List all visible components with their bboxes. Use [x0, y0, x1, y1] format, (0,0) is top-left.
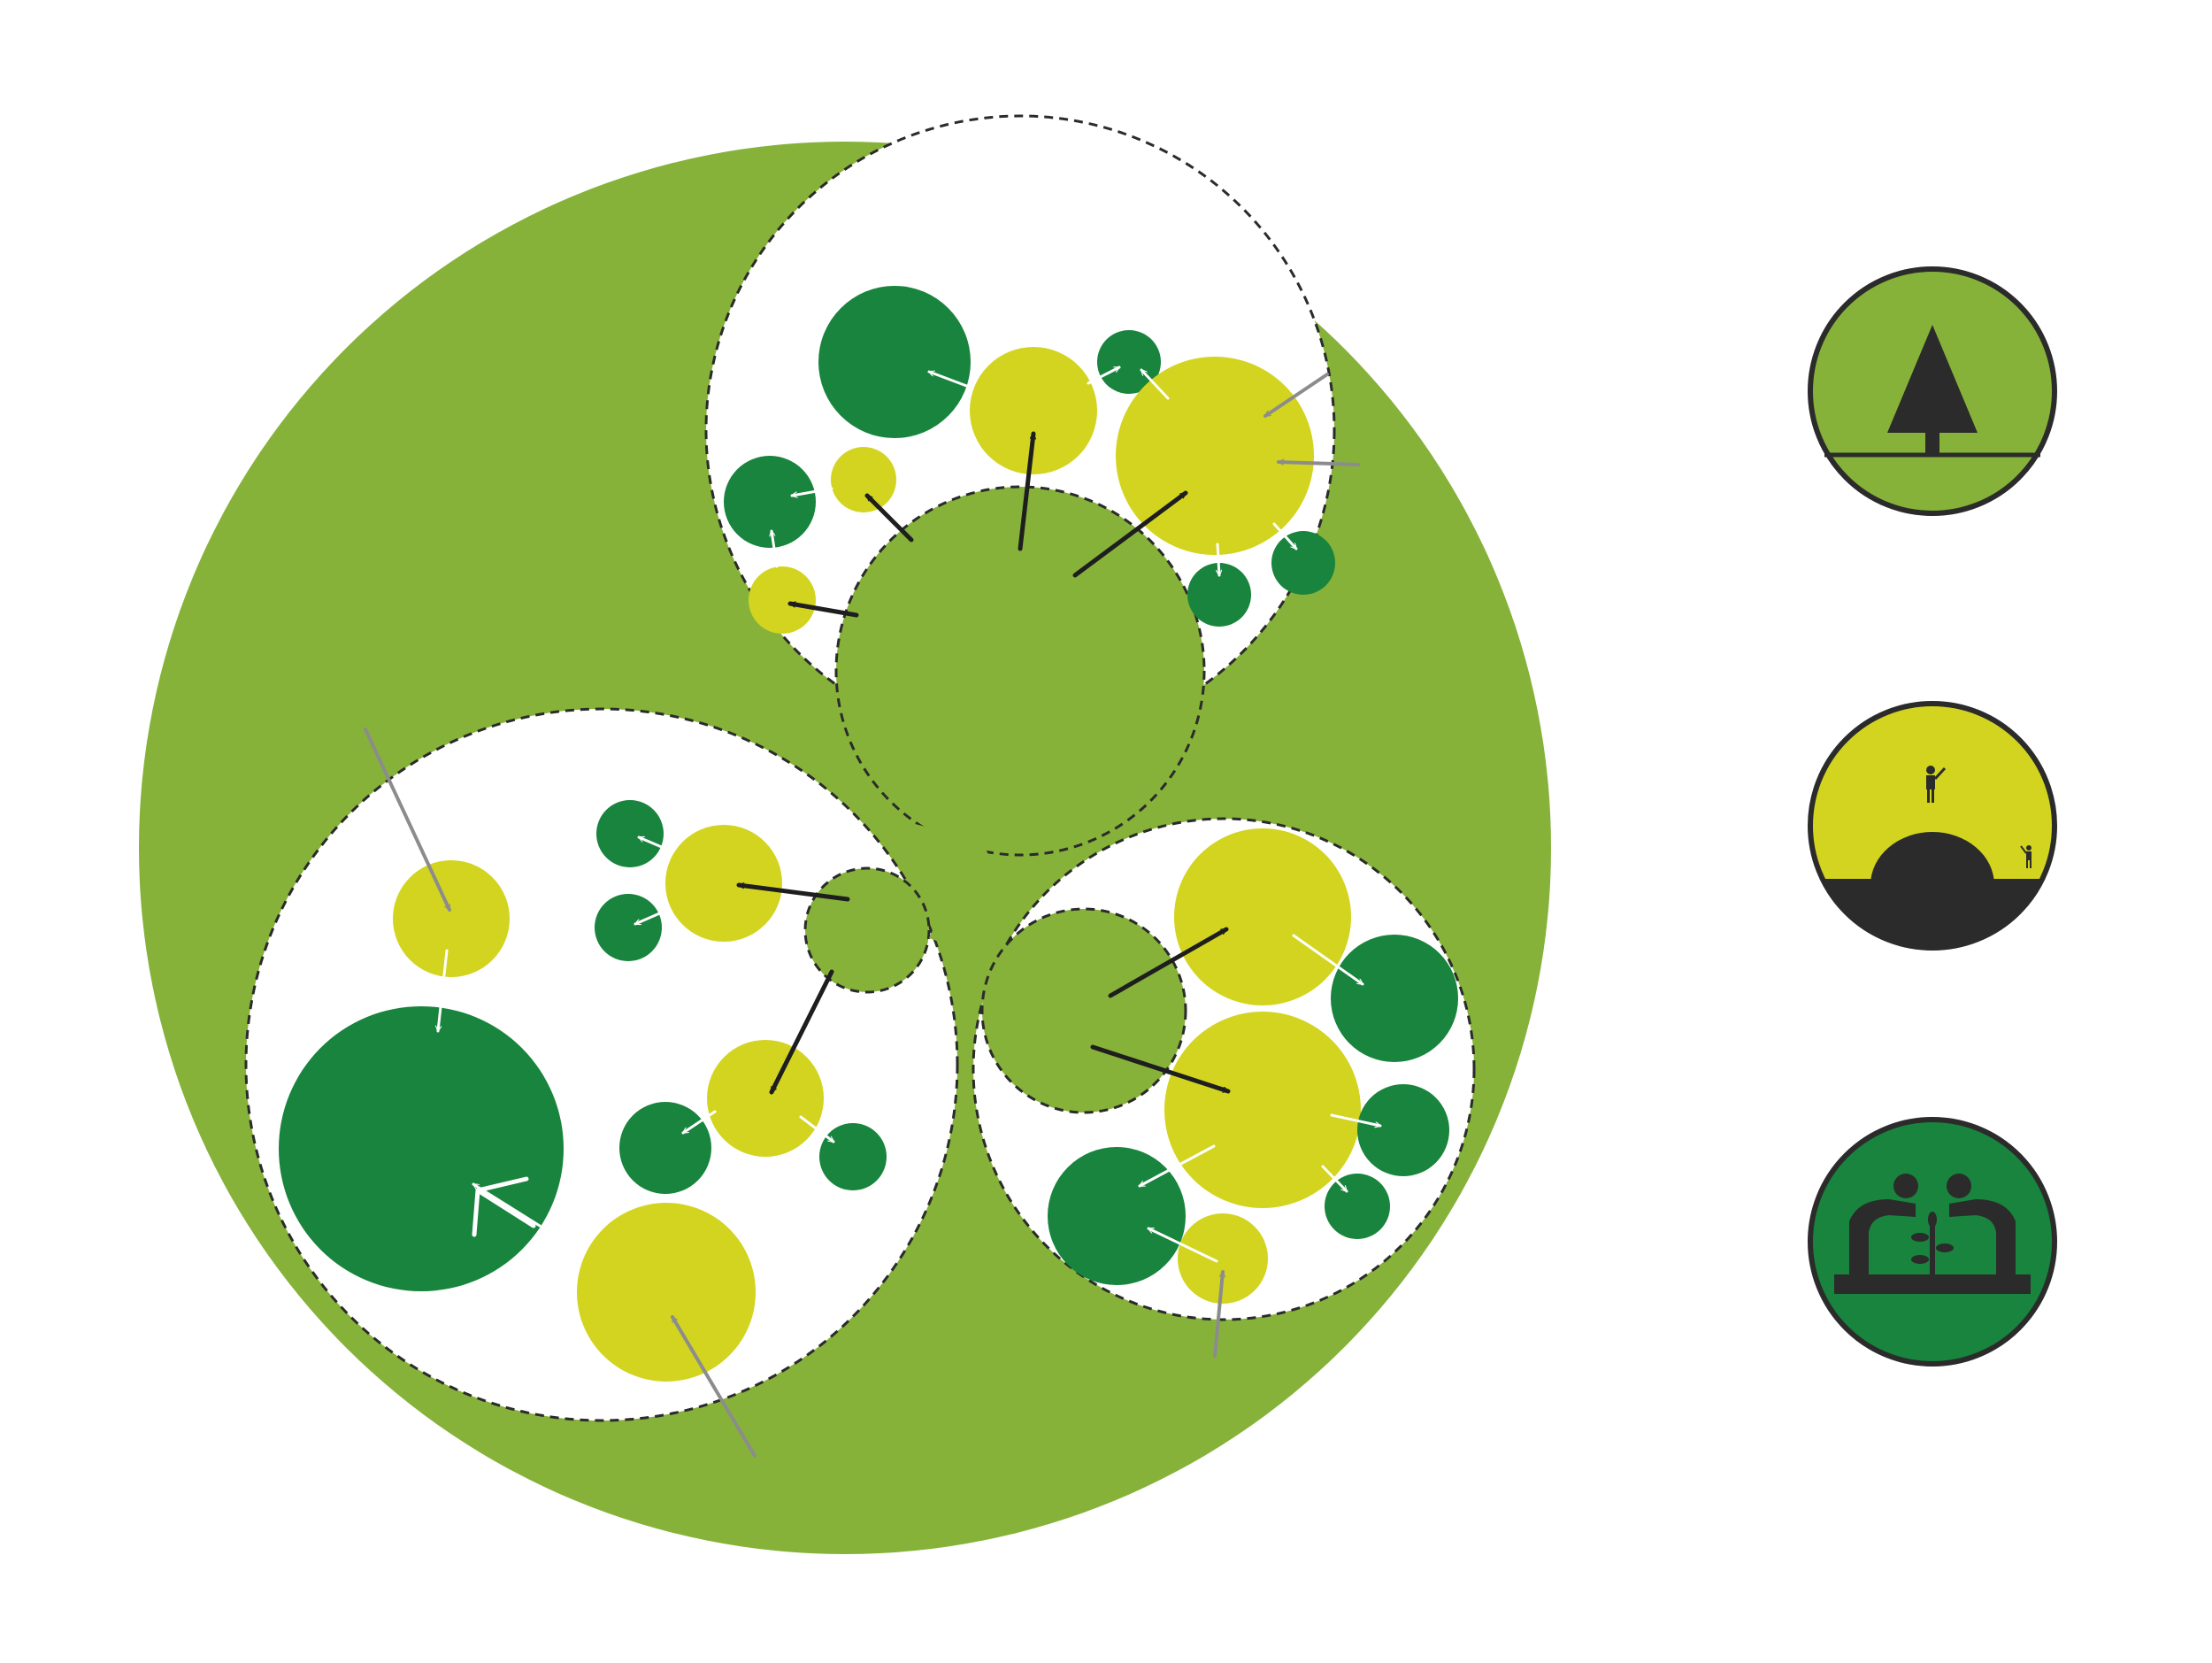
- right-cluster: [1048, 828, 1458, 1304]
- tree-dark: [818, 286, 971, 438]
- tree-dark: [724, 456, 816, 548]
- white-arrows: [438, 366, 1382, 1263]
- legend-tree: [1808, 266, 2057, 516]
- hub-left: [803, 866, 931, 994]
- tree-dark: [279, 1006, 564, 1291]
- planting-figures: [1834, 1174, 2031, 1294]
- tree-dark: [1048, 1147, 1186, 1285]
- legend-planting: [1808, 1117, 2057, 1367]
- tree-yellow: [393, 860, 510, 977]
- tree-dark: [1187, 563, 1251, 627]
- hub-right: [980, 907, 1187, 1114]
- black-arrows: [736, 431, 1231, 1095]
- tree-dark: [596, 800, 664, 867]
- tree-yellow: [1164, 1012, 1361, 1208]
- tree-dark: [595, 894, 662, 961]
- legend-hill: [1808, 701, 2057, 951]
- person-on-hill: [1926, 766, 1947, 803]
- tree-icon-trunk: [1925, 433, 1939, 454]
- tree-yellow: [970, 347, 1097, 474]
- tree-yellow: [707, 1040, 824, 1157]
- tree-icon-crown: [1887, 325, 1978, 433]
- tree-yellow: [1178, 1213, 1268, 1304]
- tree-yellow: [665, 825, 782, 942]
- tree-yellow: [749, 566, 816, 634]
- hill-mound: [1870, 832, 1994, 938]
- tree-yellow: [831, 447, 896, 512]
- grey-arrows: [364, 373, 1360, 1458]
- tree-dark: [619, 1102, 711, 1194]
- tree-dark: [1271, 531, 1335, 595]
- tree-dark: [1325, 1174, 1390, 1239]
- hub-top: [834, 485, 1206, 857]
- person-small: [2020, 845, 2032, 868]
- white-big-arrow: [472, 1176, 536, 1237]
- tree-dark: [1331, 935, 1458, 1062]
- hub-connector: [911, 823, 1000, 944]
- tree-dark: [819, 1123, 887, 1190]
- left-cluster: [279, 800, 887, 1382]
- tree-dark: [1097, 330, 1161, 394]
- tree-yellow: [577, 1203, 756, 1382]
- tree-yellow: [1174, 828, 1351, 1005]
- tree-dark: [1357, 1084, 1449, 1176]
